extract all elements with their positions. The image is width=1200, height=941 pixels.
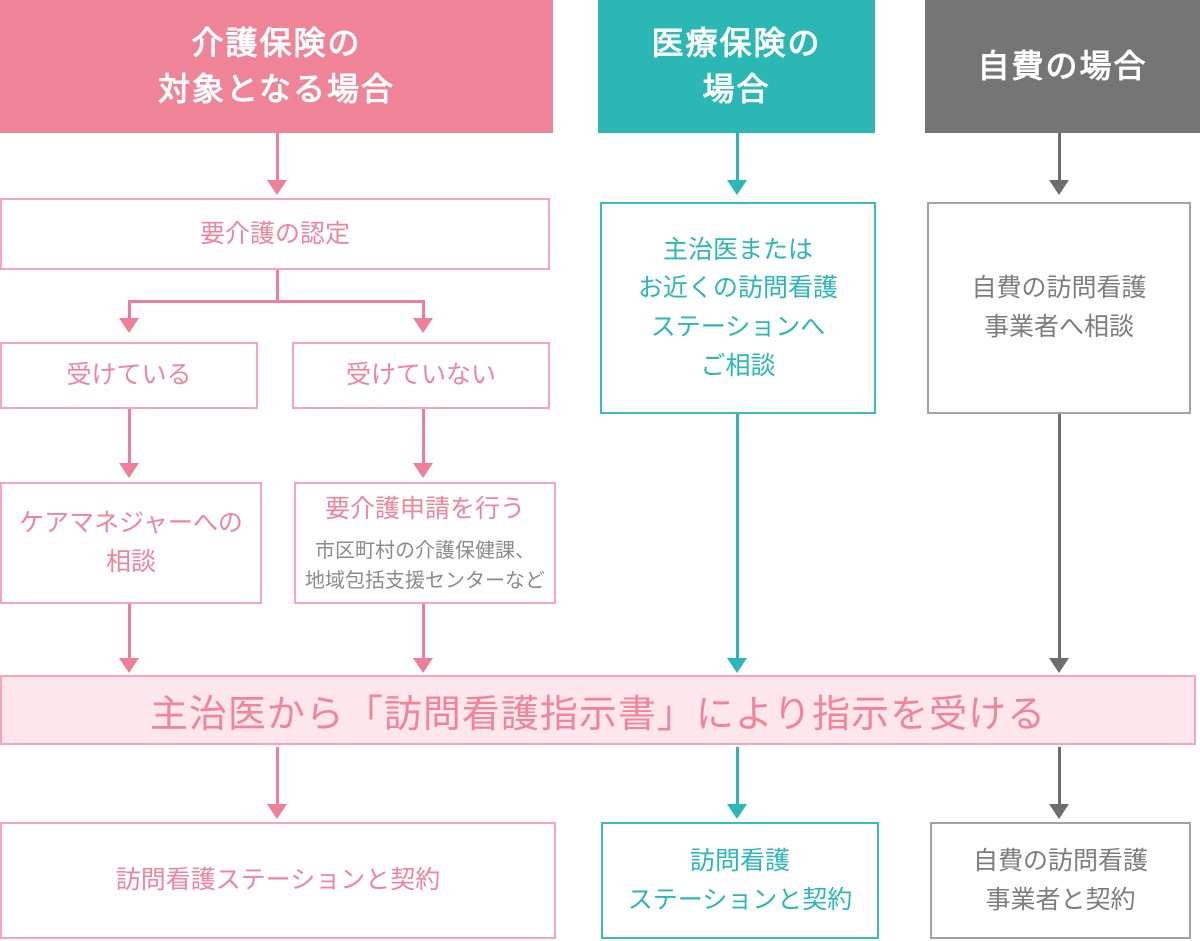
arrow-line (276, 747, 279, 804)
arrow-head (413, 658, 433, 673)
box-uketeiru: 受けている (0, 342, 258, 409)
arrow-head (1049, 180, 1069, 195)
box-doctor-or-station-consult: 主治医または お近くの訪問看護 ステーションへ ご相談 (600, 202, 876, 414)
arrow-line (128, 409, 131, 463)
arrow-line (736, 414, 739, 658)
arrow-head (727, 180, 747, 195)
arrow-line (422, 604, 425, 658)
box-jihi-contract-label: 自費の訪問看護 事業者と契約 (972, 846, 1148, 914)
arrow-head (1049, 658, 1069, 673)
header-jihi-label: 自費の場合 (977, 47, 1148, 84)
box-doctor-or-station-consult-label: 主治医または お近くの訪問看護 ステーションへ ご相談 (637, 235, 838, 380)
connector-branch-right (422, 300, 425, 318)
arrow-head (413, 318, 433, 333)
box-uketeinai-label: 受けていない (345, 361, 496, 390)
arrow-line (276, 133, 279, 181)
box-station-contract-kaigo: 訪問看護ステーションと契約 (0, 822, 556, 939)
box-yokaigo-apply-title: 要介護申請を行う (324, 494, 525, 523)
box-station-contract-kaigo-label: 訪問看護ステーションと契約 (115, 866, 441, 895)
box-uketeinai: 受けていない (292, 342, 550, 409)
arrow-head (119, 463, 139, 478)
arrow-line (1058, 133, 1061, 181)
arrow-line (1058, 414, 1061, 658)
arrow-head (119, 318, 139, 333)
header-iryo-insurance: 医療保険の 場合 (598, 0, 875, 133)
box-yokaigo-nintei-label: 要介護の認定 (199, 219, 350, 248)
box-station-contract-iryo-label: 訪問看護 ステーションと契約 (627, 846, 853, 914)
box-uketeiru-label: 受けている (66, 361, 192, 390)
arrow-head (267, 180, 287, 195)
box-jihi-consult: 自費の訪問看護 事業者へ相談 (927, 202, 1191, 414)
arrow-line (736, 133, 739, 181)
arrow-line (422, 409, 425, 463)
header-iryo-insurance-label: 医療保険の 場合 (651, 25, 822, 107)
header-kaigo-insurance: 介護保険の 対象となる場合 (0, 0, 553, 133)
arrow-line (736, 747, 739, 804)
arrow-head (119, 658, 139, 673)
box-yokaigo-nintei: 要介護の認定 (0, 198, 550, 270)
box-station-contract-iryo: 訪問看護 ステーションと契約 (601, 822, 879, 939)
box-jihi-contract: 自費の訪問看護 事業者と契約 (930, 822, 1191, 939)
banner-shijisho: 主治医から「訪問看護指示書」により指示を受ける (0, 675, 1196, 745)
header-kaigo-insurance-label: 介護保険の 対象となる場合 (157, 25, 396, 107)
connector-branch-left (128, 300, 131, 318)
banner-shijisho-label: 主治医から「訪問看護指示書」により指示を受ける (149, 693, 1047, 736)
arrow-head (413, 463, 433, 478)
box-yokaigo-apply-subtext: 市区町村の介護保健課、 地域包括支援センターなど (305, 540, 545, 593)
box-yokaigo-apply: 要介護申請を行う 市区町村の介護保健課、 地域包括支援センターなど (294, 482, 556, 604)
arrow-line (1058, 747, 1061, 804)
connector-horizontal (128, 300, 425, 303)
arrow-line (128, 604, 131, 658)
arrow-head (1049, 804, 1069, 819)
arrow-head (727, 804, 747, 819)
arrow-head (727, 658, 747, 673)
box-caremanager-consult: ケアマネジャーへの 相談 (0, 482, 262, 604)
header-jihi: 自費の場合 (925, 0, 1200, 133)
connector-stem (276, 270, 279, 302)
box-caremanager-consult-label: ケアマネジャーへの 相談 (19, 509, 243, 576)
box-jihi-consult-label: 自費の訪問看護 事業者へ相談 (971, 274, 1147, 341)
arrow-head (267, 804, 287, 819)
